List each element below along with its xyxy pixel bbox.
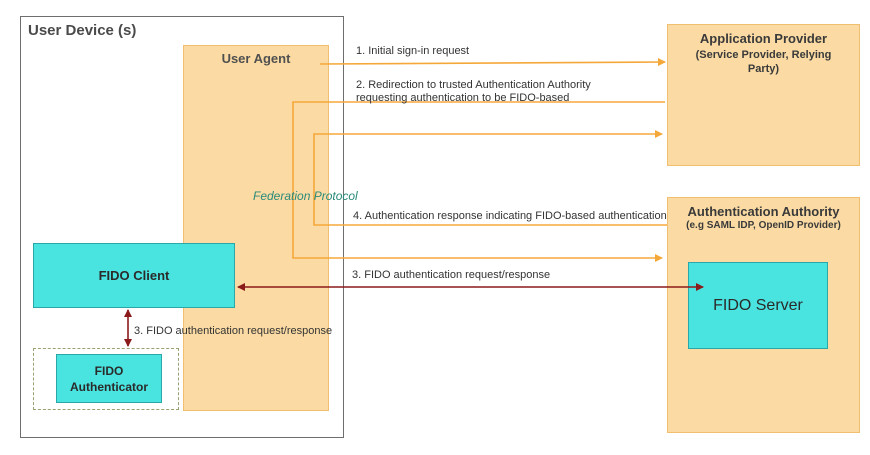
fido-client-box: FIDO Client bbox=[33, 243, 235, 308]
fido-authenticator-box: FIDO Authenticator bbox=[56, 354, 162, 403]
authentication-authority-subtitle: (e.g SAML IDP, OpenID Provider) bbox=[686, 220, 841, 231]
application-provider-subtitle-line1: (Service Provider, Relying bbox=[695, 49, 832, 61]
user-device-title: User Device (s) bbox=[28, 22, 137, 39]
fido-authenticator-line2: Authenticator bbox=[70, 379, 148, 394]
label-step4: 4. Authentication response indicating FI… bbox=[353, 210, 667, 222]
fido-authenticator-line1: FIDO bbox=[94, 363, 124, 378]
label-step2-line2: requesting authentication to be FIDO-bas… bbox=[356, 92, 570, 104]
fido-client-label: FIDO Client bbox=[98, 268, 170, 283]
label-step2-line1: 2. Redirection to trusted Authentication… bbox=[356, 79, 591, 91]
application-provider-box: Application Provider (Service Provider, … bbox=[667, 24, 860, 166]
application-provider-subtitle-line2: Party) bbox=[747, 63, 780, 75]
arrow-step1 bbox=[319, 58, 666, 67]
user-agent-box: User Agent bbox=[183, 45, 329, 411]
user-agent-title: User Agent bbox=[221, 51, 291, 66]
arrow-step2 bbox=[292, 101, 665, 262]
label-step3-server: 3. FIDO authentication request/response bbox=[352, 269, 551, 281]
authentication-authority-title: Authentication Authority bbox=[687, 204, 840, 219]
label-step1: 1. Initial sign-in request bbox=[356, 45, 470, 57]
federation-protocol-label: Federation Protocol bbox=[253, 189, 358, 203]
fido-server-box: FIDO Server bbox=[688, 262, 828, 349]
fido-server-label: FIDO Server bbox=[713, 296, 803, 314]
arrow-step4 bbox=[313, 130, 667, 226]
authenticator-group bbox=[33, 348, 179, 410]
label-step3-local: 3. FIDO authentication request/response bbox=[134, 325, 333, 337]
application-provider-title: Application Provider bbox=[699, 31, 828, 46]
application-provider-subtitle: (Service Provider, Relying Party) bbox=[668, 48, 859, 76]
